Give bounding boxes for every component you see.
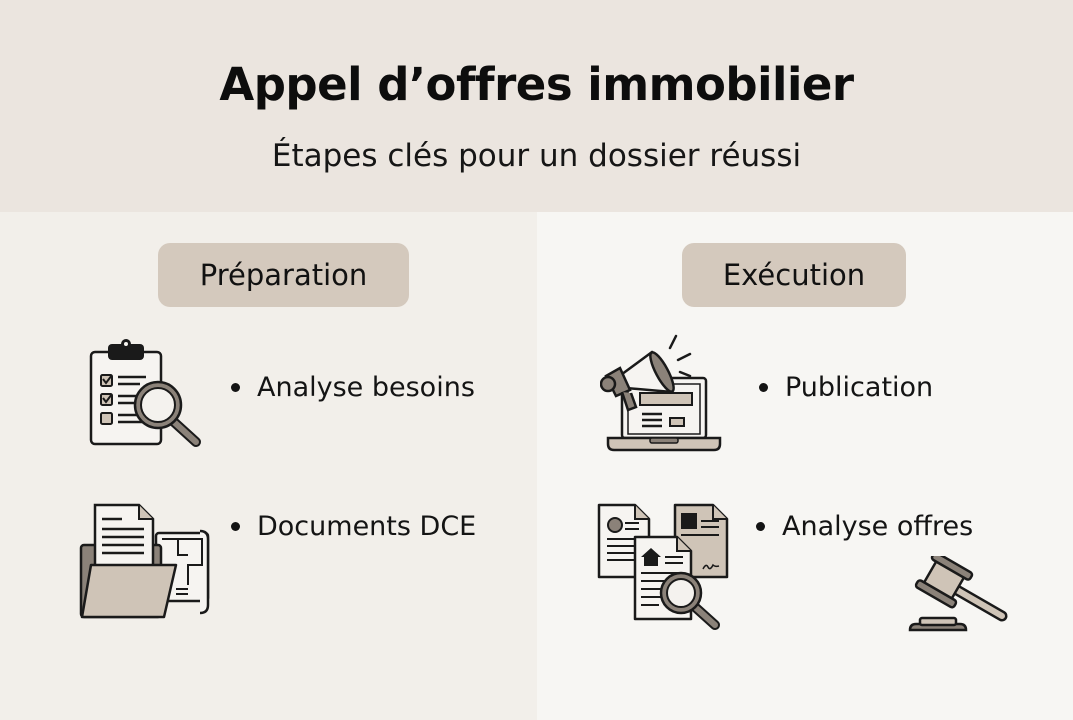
section-label-preparation: Préparation [158, 243, 409, 307]
page-subtitle: Étapes clés pour un dossier réussi [271, 138, 802, 174]
list-item-publication: Publication [759, 372, 933, 403]
list-item-analyse-besoins: Analyse besoins [231, 372, 475, 403]
bullet-icon [759, 383, 768, 392]
section-label-execution: Exécution [682, 243, 906, 307]
megaphone-laptop-icon [600, 334, 722, 452]
item-label: Publication [785, 372, 934, 403]
list-item-analyse-offres: Analyse offres [756, 511, 973, 542]
header-banner: Appel d’offres immobilier Étapes clés po… [0, 0, 1073, 212]
item-label: Analyse offres [782, 511, 974, 542]
page-title: Appel d’offres immobilier [219, 58, 854, 111]
documents-magnifier-icon [597, 503, 729, 630]
item-label: Analyse besoins [257, 372, 475, 403]
clipboard-checklist-magnifier-icon [89, 339, 201, 447]
bullet-icon [231, 522, 240, 531]
folder-documents-blueprint-icon [79, 503, 210, 619]
item-label: Documents DCE [257, 511, 477, 542]
section-title: Préparation [199, 258, 368, 292]
gavel-icon [908, 556, 1008, 632]
bullet-icon [756, 522, 765, 531]
list-item-documents-dce: Documents DCE [231, 511, 476, 542]
section-title: Exécution [722, 258, 866, 292]
bullet-icon [231, 383, 240, 392]
